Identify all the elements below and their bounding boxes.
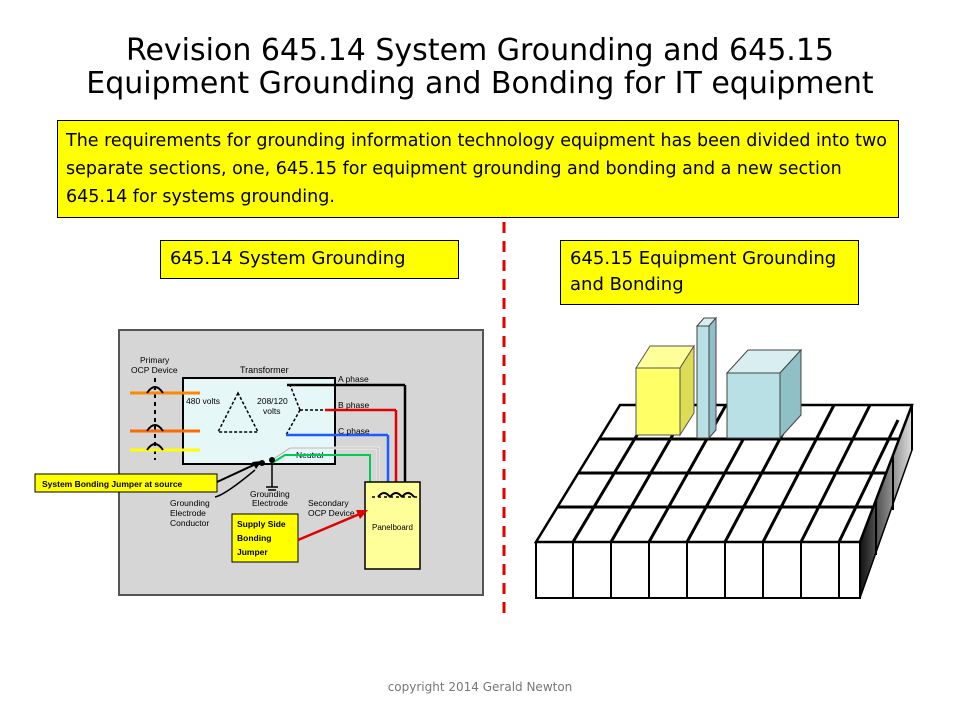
- panelboard-label: Panelboard: [372, 523, 413, 532]
- primary-breaker-arcs: [146, 386, 164, 451]
- primary-delta-winding: [216, 391, 260, 433]
- ssbj-label2: Bonding: [237, 533, 271, 543]
- secondary-voltage-line2: volts: [263, 406, 280, 416]
- secondary-voltage-line1: 208/120: [257, 396, 288, 406]
- primary-ocp-label1: Primary: [140, 355, 170, 365]
- equipment-grounding-label: 645.15 Equipment Grounding and Bonding: [560, 240, 859, 305]
- intro-callout: The requirements for grounding informati…: [57, 120, 899, 218]
- supply-side-bonding-jumper-callout: [231, 513, 299, 563]
- primary-ocp-label2: OCP Device: [131, 365, 178, 375]
- large-blue-cabinet: [726, 372, 781, 439]
- gec-label3: Conductor: [170, 518, 209, 528]
- secondary-ocp-label1: Secondary: [308, 498, 349, 508]
- secondary-ocp-label2: OCP Device: [308, 508, 355, 518]
- a-phase-label: A phase: [338, 374, 369, 384]
- system-grounding-label: 645.14 System Grounding: [160, 240, 459, 279]
- floor-pedestals: [535, 405, 913, 598]
- grounding-electrode-conductor-line: [214, 469, 256, 498]
- copyright: copyright 2014 Gerald Newton: [387, 680, 573, 694]
- grounding-electrode-label1: Grounding: [250, 489, 290, 499]
- slide-title: Revision 645.14 System Grounding and 645…: [40, 34, 920, 100]
- primary-voltage-label: 480 volts: [186, 396, 220, 406]
- grounding-electrode-label2: Electrode: [252, 498, 288, 508]
- gec-label1: Grounding: [170, 498, 210, 508]
- equipment-grounding-conductor: [271, 454, 371, 497]
- yellow-cabinet: [635, 367, 681, 436]
- transformer-label: Transformer: [240, 365, 289, 375]
- gec-label2: Electrode: [170, 508, 206, 518]
- system-bonding-jumper-callout: [34, 473, 218, 493]
- tall-blue-cabinet: [696, 325, 710, 439]
- secondary-ocp-breakers: [377, 492, 415, 498]
- transformer-box: [182, 377, 336, 465]
- secondary-wye-winding: [285, 384, 325, 436]
- c-phase-label: C phase: [338, 426, 370, 436]
- ssbj-label3: Jumper: [237, 547, 268, 557]
- floor-front-face: [535, 541, 861, 599]
- ssbj-label1: Supply Side: [237, 519, 286, 529]
- b-phase-label: B phase: [338, 400, 369, 410]
- system-bonding-jumper-label: System Bonding Jumper at source: [42, 479, 183, 489]
- title-line-2: Equipment Grounding and Bonding for IT e…: [86, 66, 874, 101]
- title-line-1: Revision 645.14 System Grounding and 645…: [125, 33, 835, 68]
